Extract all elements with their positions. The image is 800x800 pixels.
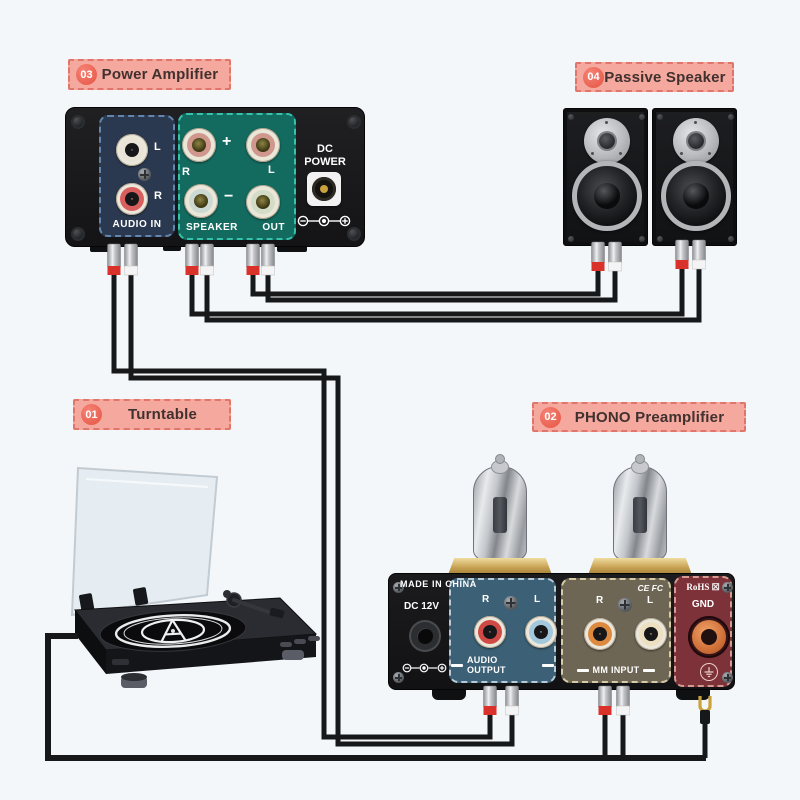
jack-label-l: L [154, 141, 161, 153]
speaker-post-r-minus [184, 184, 218, 218]
amp-rca-input-right [116, 183, 148, 215]
speaker-cable-left-plus [250, 268, 601, 297]
passive-speaker-left [563, 108, 648, 246]
dc-input-jack [409, 620, 441, 652]
callout-number-badge: 02 [540, 406, 561, 428]
rohs-mark: RoHS ☒ [686, 582, 720, 592]
callout-number-badge: 04 [583, 66, 604, 88]
screw-icon [728, 114, 734, 120]
post-label-r: R [182, 166, 190, 178]
mm-input-title: MM INPUT [592, 665, 640, 675]
jack-label-r: R [154, 190, 162, 202]
dc-polarity-icon [297, 215, 351, 227]
callout-label: Passive Speaker [604, 68, 726, 86]
woofer [661, 161, 731, 231]
amp-rca-input-left [116, 134, 148, 166]
screw-icon [347, 227, 361, 241]
screw-icon [722, 672, 733, 683]
dc-power-jack [307, 172, 341, 206]
rohs-bin-icon: ☒ [711, 582, 720, 592]
callout-number-badge: 01 [81, 404, 102, 425]
woofer [572, 161, 642, 231]
minus-label: − [224, 188, 234, 205]
screw-icon [639, 236, 645, 242]
speaker-cable-right-minus [204, 266, 702, 323]
screw-icon [568, 236, 574, 242]
screw-icon [71, 227, 85, 241]
dc-12v-label: DC 12V [404, 601, 440, 612]
ground-terminal [688, 616, 730, 658]
preamp-audio-output-panel: R L AUDIO OUTPUT [449, 578, 557, 683]
certification-marks: CE FC [637, 583, 664, 593]
callout-power-amplifier: 03 Power Amplifier [68, 59, 231, 90]
post-label-l: L [268, 164, 275, 176]
screw-icon [657, 236, 663, 242]
speaker-post-l-plus [246, 128, 280, 162]
screw-icon [71, 115, 85, 129]
dc-power-label: DC POWER [304, 143, 346, 168]
screw-icon [722, 582, 733, 593]
speaker-post-l-minus [246, 185, 280, 219]
screw-icon [568, 114, 574, 120]
screw-icon [138, 168, 151, 181]
tube-socket [588, 558, 692, 575]
plus-label: + [222, 133, 232, 150]
screw-icon [504, 596, 518, 610]
title-dash [542, 663, 554, 667]
title-dash [643, 668, 656, 672]
amp-audio-in-title: AUDIO IN [112, 219, 162, 230]
control-button [294, 639, 306, 644]
gnd-label: GND [691, 599, 715, 610]
callout-label: PHONO Preamplifier [574, 408, 725, 426]
tweeter [584, 118, 630, 164]
screw-icon [639, 114, 645, 120]
hinge [79, 593, 95, 612]
tweeter [673, 118, 719, 164]
mm-label-l: L [647, 595, 654, 606]
front-switch [112, 659, 129, 665]
turntable-foot [282, 650, 304, 660]
vacuum-tube [613, 466, 667, 560]
title-dash [451, 663, 463, 667]
vacuum-tube [473, 466, 527, 560]
screw-icon [347, 115, 361, 129]
callout-number-badge: 03 [76, 64, 97, 85]
callout-label: Power Amplifier [101, 66, 219, 83]
callout-passive-speaker: 04 Passive Speaker [575, 62, 734, 92]
ao-label-l: L [534, 594, 541, 605]
mm-label-r: R [596, 595, 604, 606]
made-in-label: MADE IN CHINA [400, 579, 477, 589]
control-button [280, 642, 292, 647]
ground-icon [700, 663, 718, 681]
screw-icon [618, 598, 632, 612]
preamp-ground-panel: RoHS ☒ GND [674, 576, 732, 687]
speaker-cable-right-plus [189, 266, 685, 317]
preamp-mm-input-jack-l [635, 618, 667, 650]
out-word: OUT [262, 222, 285, 233]
title-dash [576, 668, 589, 672]
phono-preamplifier: MADE IN CHINA DC 12V R L [388, 458, 738, 708]
screw-icon [657, 114, 663, 120]
audio-output-title: AUDIO OUTPUT [467, 655, 506, 675]
preamp-output-jack-l [525, 616, 557, 648]
speaker-cable-left-minus [265, 268, 618, 303]
dc-polarity-icon [402, 663, 447, 673]
callout-phono-preamplifier: 02 PHONO Preamplifier [532, 402, 746, 432]
preamp-output-jack-r [474, 616, 506, 648]
passive-speaker-right [652, 108, 737, 246]
ao-label-r: R [482, 594, 490, 605]
speaker-post-r-plus [182, 128, 216, 162]
amp-speaker-out-panel: + − R L SPEAKER OUT [178, 113, 296, 240]
speaker-word: SPEAKER [186, 222, 238, 233]
turntable [70, 466, 320, 688]
control-button [308, 636, 320, 641]
preamp-mm-input-panel: CE FC R L MM INPUT [561, 578, 671, 683]
callout-label: Turntable [127, 406, 198, 423]
preamp-mm-input-jack-r [584, 618, 616, 650]
screw-icon [728, 236, 734, 242]
amp-audio-in-panel: L R AUDIO IN [99, 115, 175, 237]
power-amplifier: L R AUDIO IN + − R L SPEAKER OUT DC POWE… [65, 107, 365, 247]
preamp-body: MADE IN CHINA DC 12V R L [388, 573, 735, 690]
callout-turntable: 01 Turntable [73, 399, 231, 430]
